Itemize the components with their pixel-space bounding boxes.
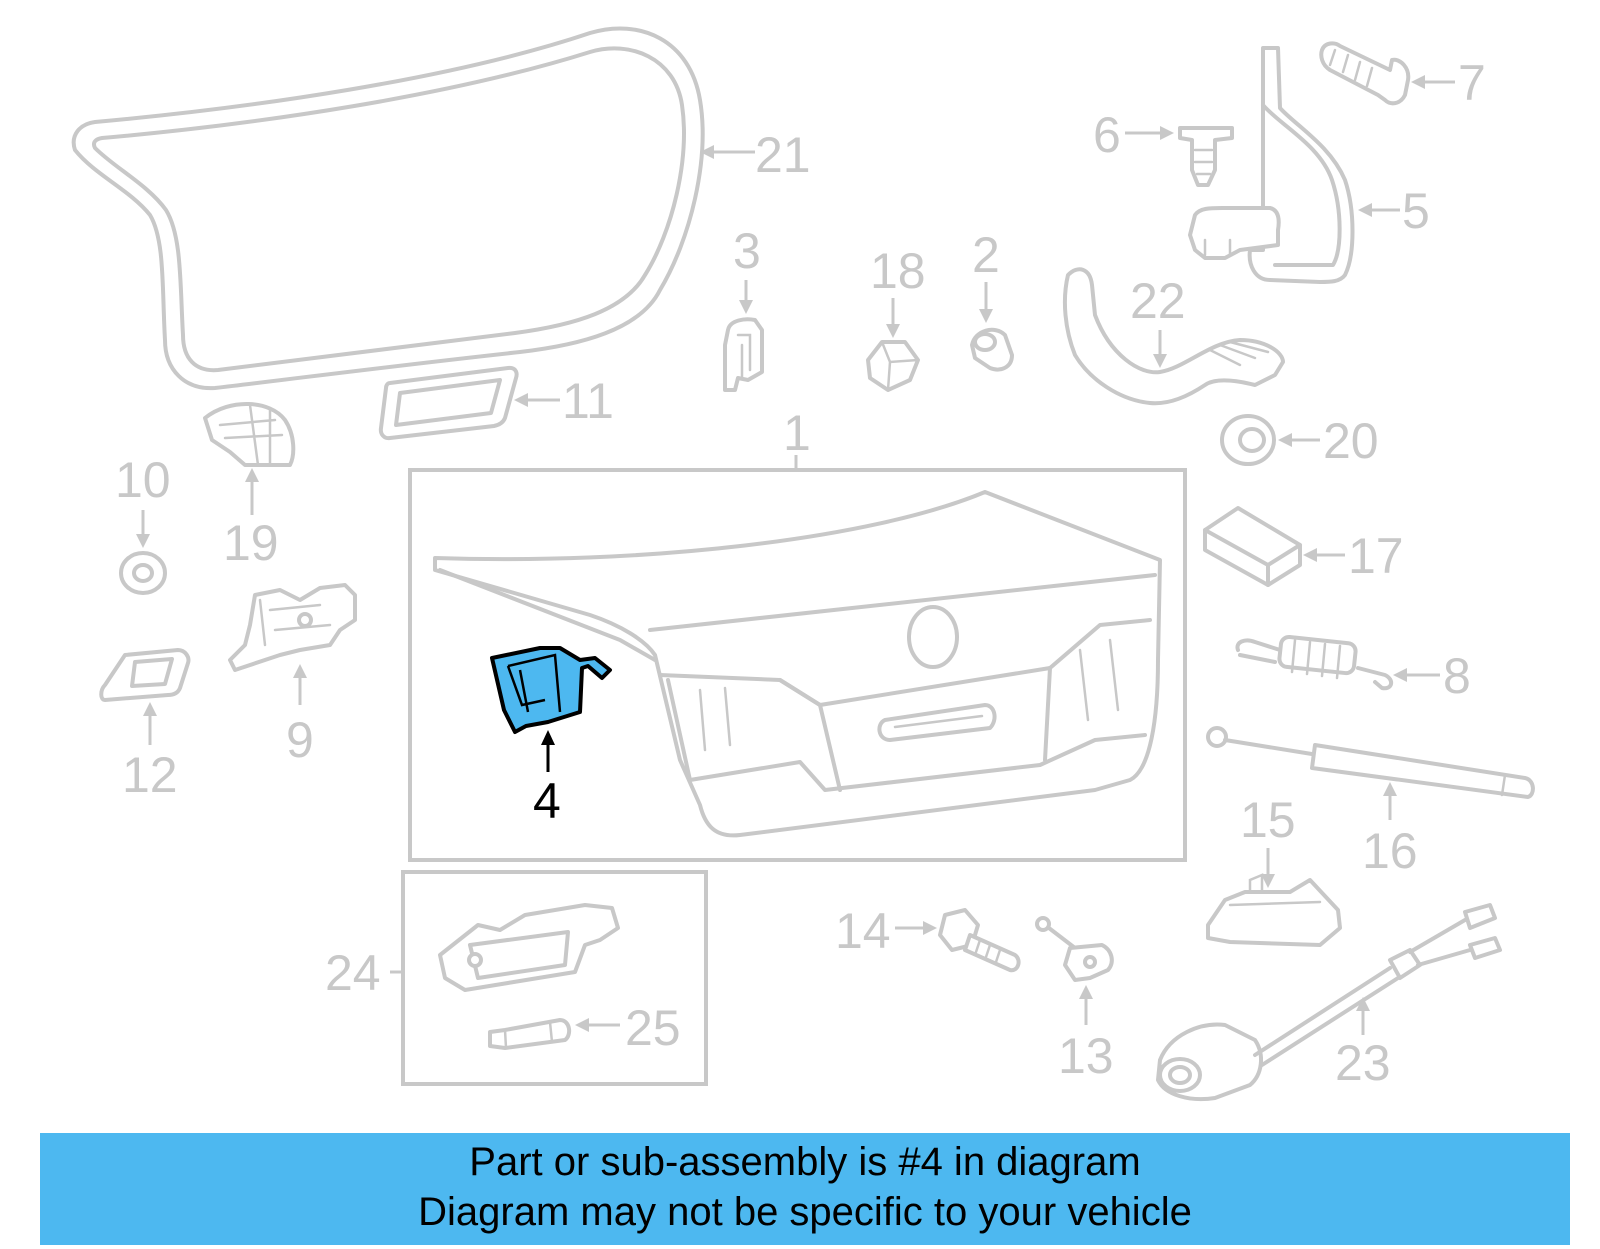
callout-2: 2 [972, 227, 1000, 323]
label-20: 20 [1323, 413, 1379, 469]
part-13-bracket [1035, 916, 1114, 982]
callout-22: 22 [1130, 273, 1186, 368]
part-16-strut [1206, 726, 1535, 799]
callout-25: 25 [575, 1000, 681, 1056]
label-14: 14 [835, 903, 891, 959]
label-10: 10 [115, 452, 171, 508]
part-2-plug [970, 327, 1014, 372]
callout-17: 17 [1303, 528, 1404, 584]
part-5-hinge [1188, 46, 1355, 284]
label-22: 22 [1130, 273, 1186, 329]
callout-8: 8 [1393, 648, 1471, 704]
info-banner: Part or sub-assembly is #4 in diagram Di… [40, 1133, 1570, 1245]
part-15-lamp [1206, 873, 1342, 947]
label-17: 17 [1348, 528, 1404, 584]
part-9-latch [228, 583, 357, 672]
label-13: 13 [1058, 1028, 1114, 1084]
part-1-trunk-lid [433, 490, 1162, 838]
callout-21: 21 [700, 127, 811, 183]
part-18-nut [866, 340, 920, 392]
callout-12: 12 [122, 702, 178, 803]
banner-line-2: Diagram may not be specific to your vehi… [418, 1190, 1192, 1234]
label-5: 5 [1402, 183, 1430, 239]
label-12: 12 [122, 747, 178, 803]
label-18: 18 [870, 243, 926, 299]
part-25-bulb [488, 1018, 572, 1050]
part-6-clip [1178, 126, 1234, 187]
part-19-bumper [203, 402, 296, 467]
label-19: 19 [223, 515, 279, 571]
callout-18: 18 [870, 243, 926, 338]
callout-19: 19 [223, 468, 279, 571]
label-25: 25 [625, 1000, 681, 1056]
assembly-box-24 [401, 870, 708, 1086]
part-24-lamp-housing [438, 903, 620, 992]
label-9: 9 [286, 712, 314, 768]
part-14-bolt [938, 908, 1021, 973]
part-17-pad [1203, 506, 1302, 587]
callout-10: 10 [115, 452, 171, 548]
label-6: 6 [1093, 107, 1121, 163]
callout-5: 5 [1358, 183, 1430, 239]
banner-line-1: Part or sub-assembly is #4 in diagram [469, 1140, 1141, 1184]
callout-4: 4 [533, 730, 561, 829]
part-23-camera [1156, 903, 1502, 1102]
part-20-grommet [1220, 414, 1276, 466]
callout-23: 23 [1335, 997, 1391, 1091]
part-21-weatherstrip [71, 26, 705, 391]
label-3: 3 [733, 223, 761, 279]
label-11: 11 [562, 373, 614, 429]
callout-20: 20 [1278, 413, 1379, 469]
label-4: 4 [533, 773, 561, 829]
label-15: 15 [1240, 792, 1296, 848]
callout-11: 11 [514, 373, 614, 429]
label-24: 24 [325, 945, 381, 1001]
callout-1: 1 [783, 405, 811, 470]
part-11-plate [378, 365, 519, 441]
part-22-handle [1062, 267, 1285, 406]
label-1: 1 [783, 405, 811, 461]
part-10-grommet [119, 551, 167, 595]
callout-7: 7 [1411, 55, 1486, 111]
label-16: 16 [1362, 823, 1418, 879]
part-12-pad [99, 648, 191, 702]
part-4-bracket-highlighted [490, 646, 612, 734]
label-23: 23 [1335, 1035, 1391, 1091]
label-21: 21 [755, 127, 811, 183]
part-3-clip [723, 317, 764, 392]
callout-14: 14 [835, 903, 937, 959]
label-2: 2 [972, 227, 1000, 283]
callout-13: 13 [1058, 985, 1114, 1084]
label-7: 7 [1458, 55, 1486, 111]
callout-3: 3 [733, 223, 761, 314]
part-8-spring [1235, 635, 1394, 691]
label-8: 8 [1443, 648, 1471, 704]
callout-24: 24 [325, 945, 403, 1001]
callout-15: 15 [1240, 792, 1296, 888]
callout-16: 16 [1362, 782, 1418, 879]
part-7-bolt [1319, 41, 1411, 106]
callout-6: 6 [1093, 107, 1174, 163]
callout-9: 9 [286, 664, 314, 768]
